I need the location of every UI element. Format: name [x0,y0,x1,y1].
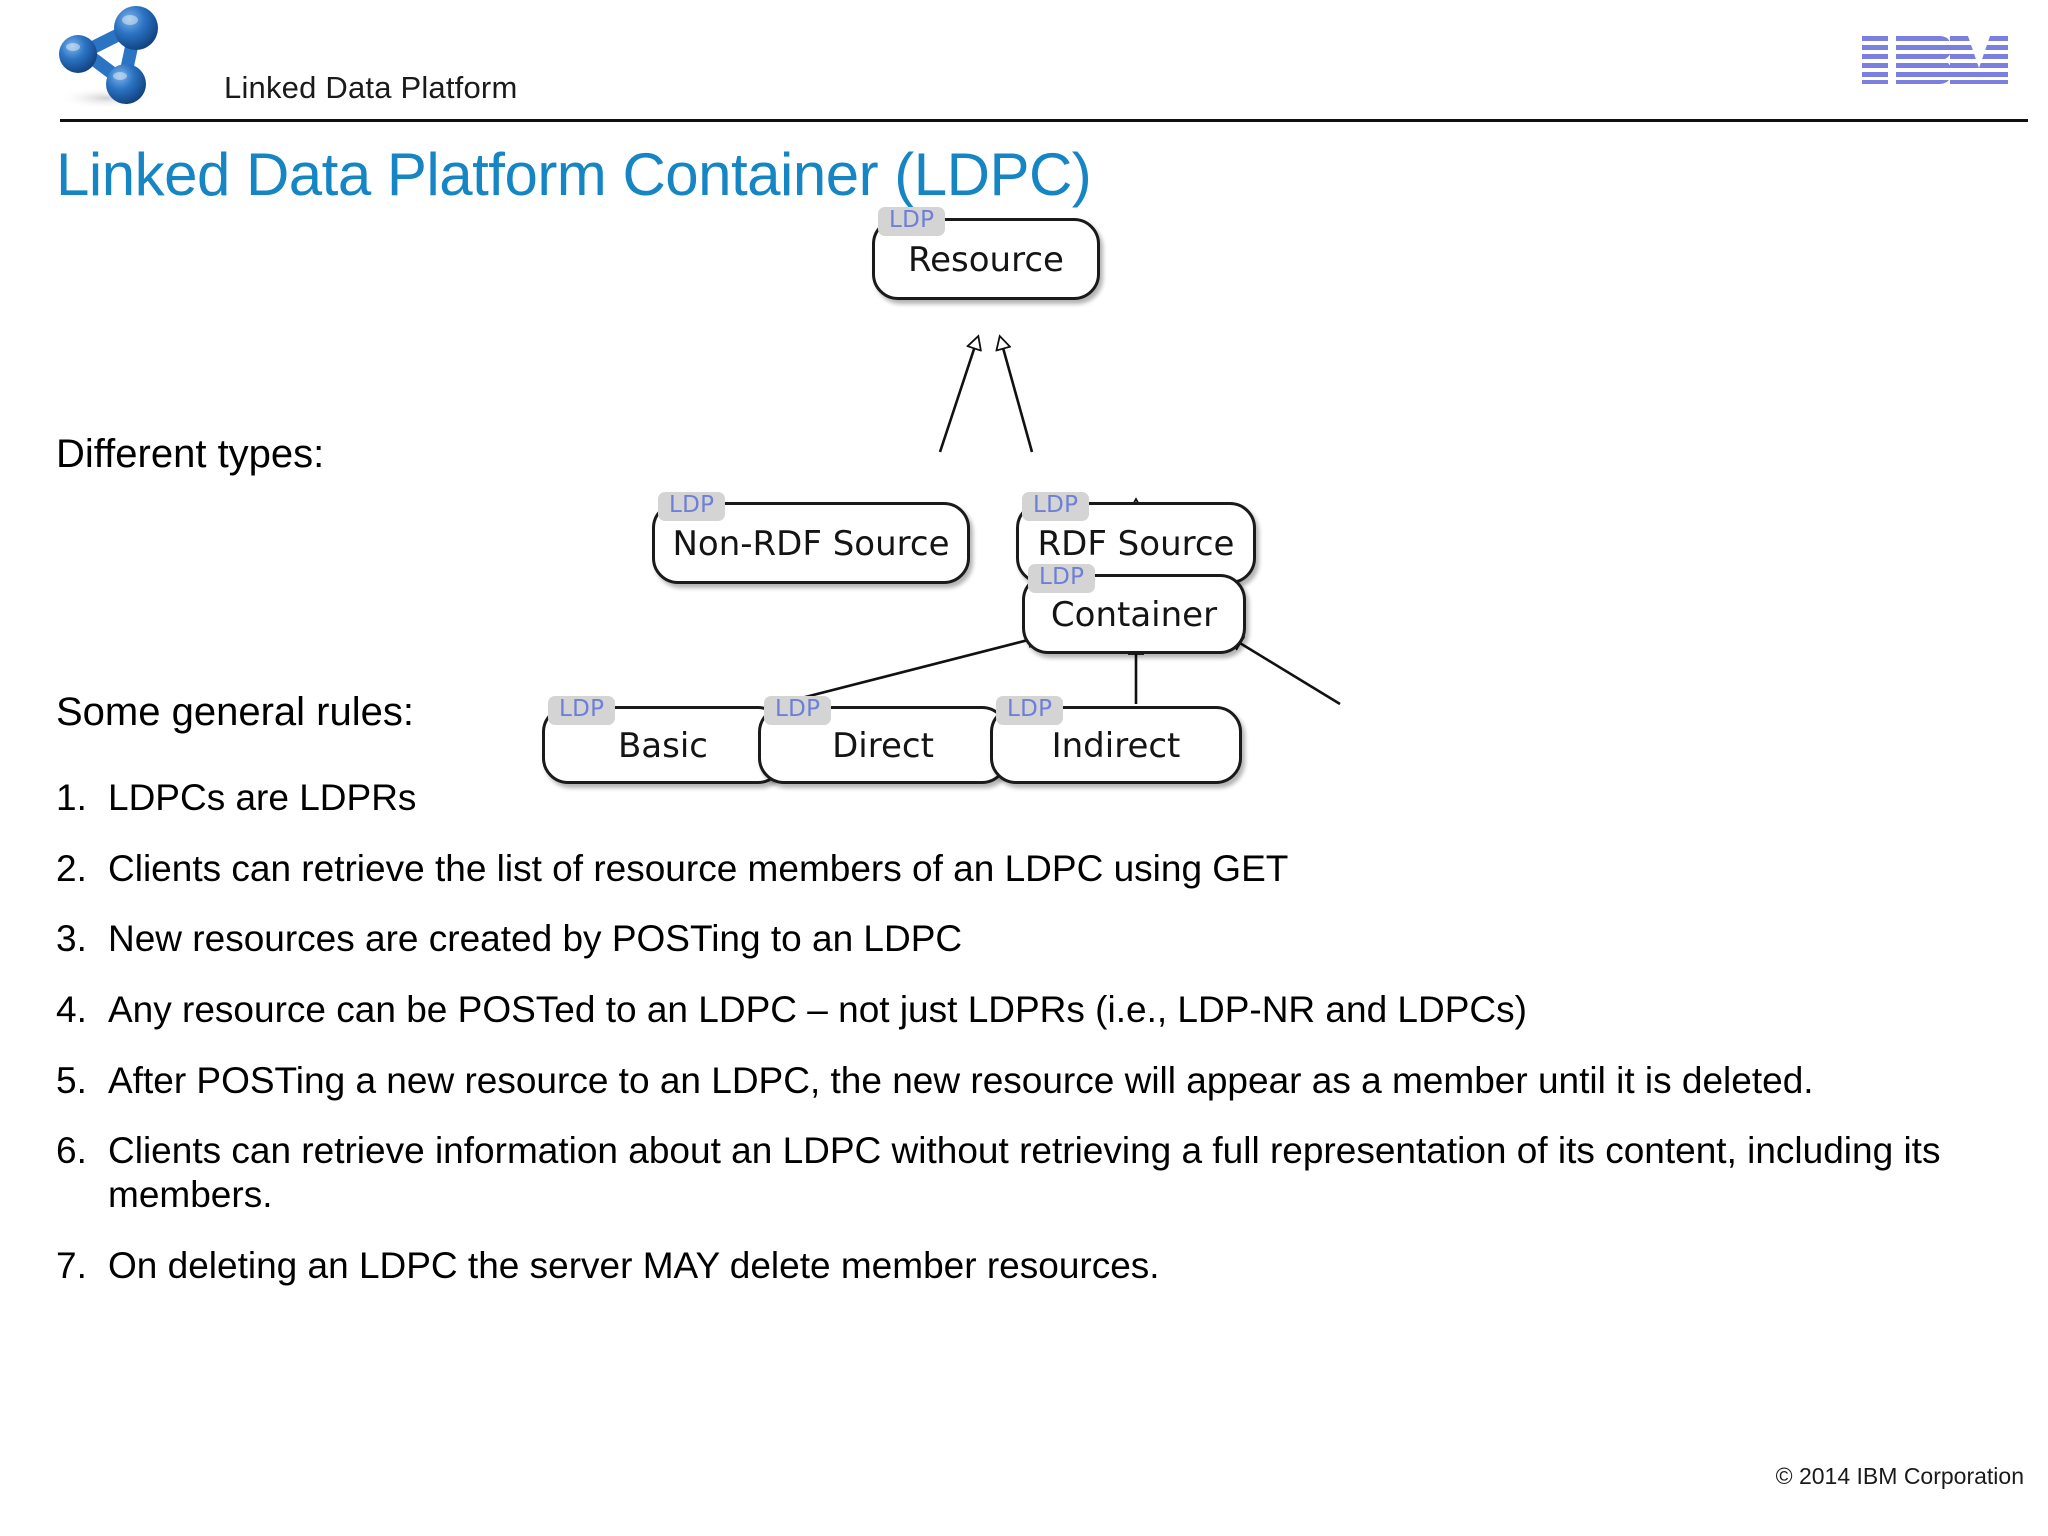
uml-node-label: Direct [832,726,934,766]
uml-node-label: Basic [617,726,708,766]
uml-stereotype-tab-container: LDP [1028,564,1096,593]
uml-stereotype-tab-basic: LDP [548,696,616,725]
uml-stereotype-tab-non-rdf-source: LDP [658,492,726,521]
different-types-label: Different types: [56,432,325,476]
header-product-title: Linked Data Platform [224,70,518,105]
list-item-number: 3. [56,918,87,960]
linked-data-platform-node-graph-logo-icon [48,4,188,112]
uml-node-label: Indirect [1051,726,1181,766]
list-item-text: New resources are created by POSTing to … [108,918,963,960]
ibm-logo-icon [1862,32,2008,88]
uml-node-label: RDF Source [1037,524,1235,564]
uml-node-label: Resource [908,240,1064,280]
list-item-number: 2. [56,847,87,889]
list-item: 3. New resources are created by POSTing … [56,917,2016,961]
list-item: 4. Any resource can be POSTed to an LDPC… [56,988,2016,1032]
uml-stereotype-tab-indirect: LDP [996,696,1064,725]
list-item-text: Any resource can be POSTed to an LDPC – … [108,988,1527,1030]
list-item-number: 5. [56,1059,87,1101]
list-item-text: On deleting an LDPC the server MAY delet… [108,1244,1160,1286]
footer-copyright: © 2014 IBM Corporation [1775,1463,2024,1489]
list-item: 6. Clients can retrieve information abou… [56,1129,2016,1216]
list-item: 1. LDPCs are LDPRs [56,776,2016,820]
list-item-text: Clients can retrieve the list of resourc… [108,847,1289,889]
list-item: 7. On deleting an LDPC the server MAY de… [56,1244,2016,1288]
list-item-number: 7. [56,1244,87,1286]
list-item-number: 6. [56,1130,87,1172]
uml-stereotype-tab-resource: LDP [878,207,946,236]
uml-node-label: Non-RDF Source [672,524,950,564]
general-rules-label: Some general rules: [56,690,414,734]
list-item: 2. Clients can retrieve the list of reso… [56,847,2016,891]
list-item-text: After POSTing a new resource to an LDPC,… [108,1059,1814,1101]
uml-stereotype-tab-rdf-source: LDP [1022,492,1090,521]
general-rules-list: 1. LDPCs are LDPRs 2. Clients can retrie… [56,776,2016,1314]
list-item-text: LDPCs are LDPRs [108,777,417,818]
header-divider [60,119,2028,122]
uml-stereotype-tab-direct: LDP [764,696,832,725]
list-item: 5. After POSTing a new resource to an LD… [56,1059,2016,1103]
list-item-number: 4. [56,988,87,1030]
uml-node-container[interactable]: Container [1022,574,1246,654]
list-item-text: Clients can retrieve information about a… [108,1130,1941,1215]
list-item-number: 1. [56,777,87,818]
ldp-class-hierarchy-diagram: Resource LDP Non-RDF Source LDP RDF Sour… [542,207,1630,812]
uml-node-label: Container [1050,595,1218,635]
uml-node-indirect[interactable]: Indirect [990,706,1242,784]
page-title: Linked Data Platform Container (LDPC) [56,141,1092,208]
slide-header: Linked Data Platform [0,0,2048,122]
